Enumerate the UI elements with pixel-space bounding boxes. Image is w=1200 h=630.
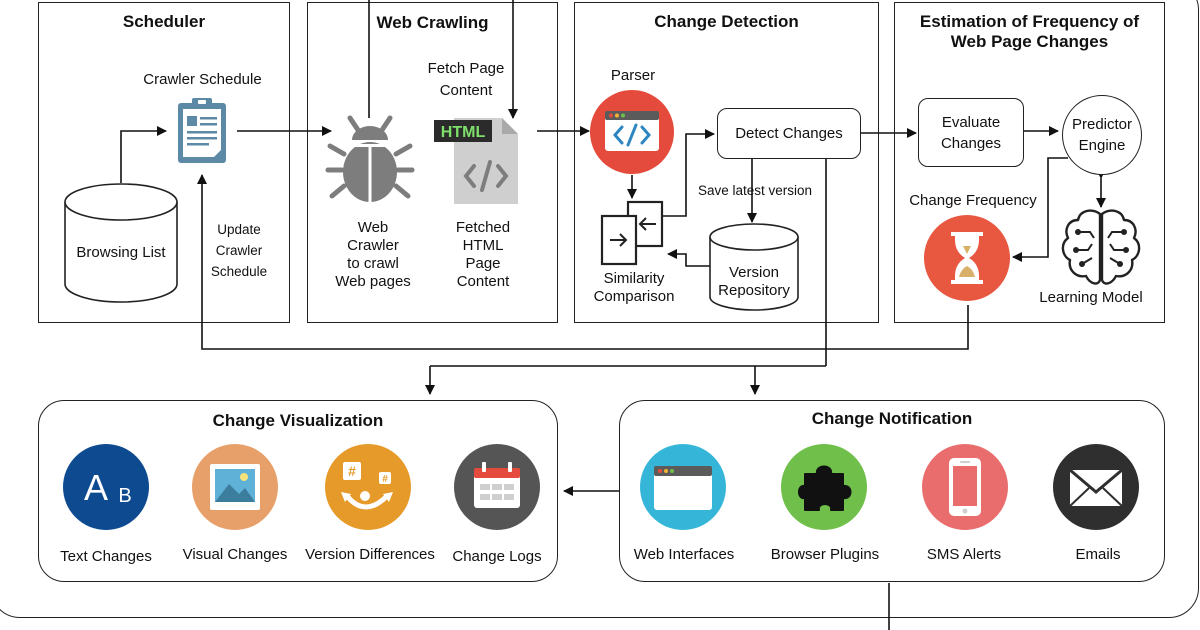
estimation-section	[894, 2, 1165, 323]
text-ab-icon: A B	[63, 444, 149, 530]
browser-window-icon	[640, 444, 726, 530]
ab-letter-b: B	[118, 485, 131, 507]
parser-label: Parser	[610, 67, 656, 84]
fetch-page-content-label: Fetch Page Content	[427, 60, 505, 99]
database-icon	[64, 183, 178, 303]
update-crawler-schedule-label: Update Crawler Schedule	[210, 222, 268, 279]
ab-letter-a: A	[84, 467, 108, 508]
change-notification-section	[619, 400, 1165, 582]
predictor-engine-node: Predictor Engine	[1062, 95, 1142, 175]
brain-icon	[1061, 209, 1141, 285]
image-icon	[192, 444, 278, 530]
svg-text:#: #	[382, 474, 388, 485]
clipboard-icon	[178, 98, 226, 163]
html-file-icon: HTML	[434, 118, 518, 204]
web-crawling-section	[307, 2, 558, 323]
calendar-icon	[454, 444, 540, 530]
browser-plugins-label: Browser Plugins	[770, 546, 880, 563]
crawler-schedule-label: Crawler Schedule	[143, 71, 262, 88]
version-differences-label: Version Differences	[305, 546, 435, 563]
evaluate-changes-node: Evaluate Changes	[918, 98, 1024, 167]
text-changes-label: Text Changes	[60, 548, 152, 565]
version-repository-icon	[709, 223, 799, 311]
version-diff-icon: # #	[325, 444, 411, 530]
web-interfaces-label: Web Interfaces	[633, 546, 735, 563]
sms-alerts-label: SMS Alerts	[926, 546, 1002, 563]
change-detection-title: Change Detection	[654, 12, 799, 31]
emails-label: Emails	[1075, 546, 1121, 563]
save-latest-version-label: Save latest version	[697, 183, 813, 198]
estimation-title: Estimation of Frequency of Web Page Chan…	[919, 12, 1140, 51]
bug-icon	[325, 115, 415, 202]
similarity-icon	[600, 200, 664, 266]
change-visualization-section	[38, 400, 558, 582]
change-notification-title: Change Notification	[811, 409, 973, 428]
learning-model-label: Learning Model	[1039, 289, 1143, 306]
fetched-html-label: Fetched HTML Page Content	[455, 219, 511, 290]
smartphone-icon	[922, 444, 1008, 530]
web-crawler-label: Web Crawler to crawl Web pages	[335, 219, 411, 290]
change-visualization-title: Change Visualization	[212, 411, 384, 430]
browsing-list-label: Browsing List	[76, 244, 166, 261]
scheduler-section	[38, 2, 290, 323]
change-frequency-label: Change Frequency	[909, 192, 1037, 209]
visual-changes-label: Visual Changes	[182, 546, 288, 563]
parser-icon	[590, 90, 674, 174]
change-logs-label: Change Logs	[452, 548, 542, 565]
version-repository-label: Version Repository	[718, 264, 790, 299]
change-detection-section	[574, 2, 879, 323]
detect-changes-node: Detect Changes	[717, 108, 861, 159]
hourglass-icon	[924, 215, 1010, 301]
scheduler-title: Scheduler	[122, 12, 206, 31]
html-badge-text: HTML	[441, 124, 486, 141]
similarity-comparison-label: Similarity Comparison	[593, 270, 675, 305]
web-crawling-title: Web Crawling	[376, 13, 489, 32]
svg-text:#: #	[348, 463, 356, 479]
envelope-icon	[1053, 444, 1139, 530]
puzzle-icon	[781, 444, 867, 530]
